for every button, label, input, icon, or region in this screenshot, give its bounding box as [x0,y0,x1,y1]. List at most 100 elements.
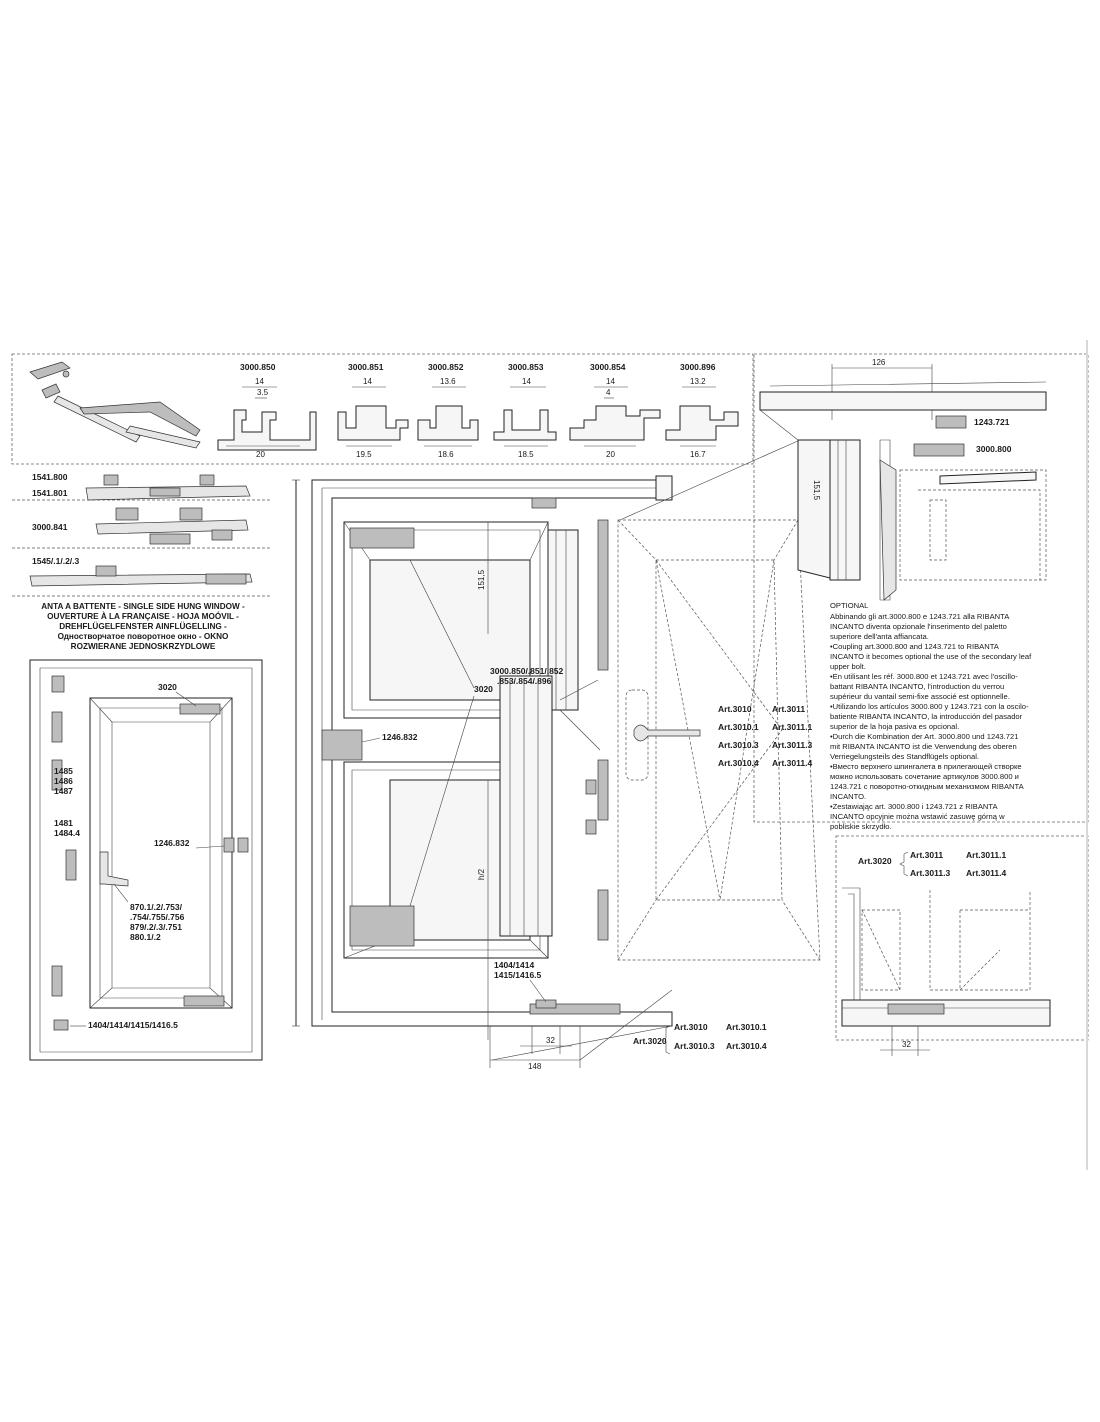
note-line-2: INCANTO diventa opzionale l'inserimento … [830,622,1007,631]
dim-lower-vertical: h/2 [477,868,486,880]
handle-codes-4: 880.1/.2 [130,932,161,942]
corner-drive-illustration [29,361,201,449]
label-1481: 1481 [54,818,73,828]
handle-codes-3: 879/.2/.3/.751 [130,922,182,932]
sash-art-1a: Art.3010 [718,704,752,714]
small-window-overview: 3020 1485 1486 1487 1481 1484.4 1246.832… [29,659,263,1061]
part-1541-illustration [85,474,251,501]
note-line-21: INCANTO opcyjnie można wstawić zasuwę gó… [830,812,1005,821]
dim-base: 16.7 [690,450,706,459]
title-line-5: ROZWIERANE JEDNOSKRZYDLOWE [71,642,216,651]
window-type-title: ANTA A BATTENTE - SINGLE SIDE HUNG WINDO… [41,602,245,651]
dim-width-top: 13.2 [690,377,706,386]
profile-strip-frame [11,353,754,465]
tilt-turn-sash-outline: Art.3010 Art.3011 Art.3010.1 Art.3011.1 … [559,519,821,961]
note-line-13: •Durch die Kombination der Art. 3000.800… [830,732,1018,741]
label-art3010-4: Art.3010.4 [726,1041,767,1051]
dim-148: 148 [528,1062,542,1071]
note-line-1: Abbinando gli art.3000.800 e 1243.721 al… [830,612,1010,621]
part-1243-721 [935,415,967,429]
side-espag-top [597,519,609,671]
main-window-frame: 1246.832 3020 3000.850/.851/.852 .853/.8… [292,475,767,1071]
dim-vertical: 151,5 [812,480,821,501]
handle-icon [633,724,701,742]
profile-3000-853: 3000.853 14 18.5 [493,362,557,459]
detail-hinge-part [887,1003,945,1015]
sash-art-4b: Art.3011.4 [772,758,812,768]
profile-3000-896: 3000.896 13.2 16.7 [665,362,739,459]
dim-width-top: 14 [363,377,372,386]
dim-lip: 4 [606,388,611,397]
label-bottom-hinges: 1404/1414/1415/1416.5 [88,1020,178,1030]
dim-base: 18.5 [518,450,534,459]
note-line-18: 1243.721 с поворотно-откидным механизмом… [830,782,1025,791]
note-line-19: INCANTO. [830,792,866,801]
profile-3000-854: 3000.854 14 4 20 [569,362,661,459]
upper-corner-drive [349,527,415,549]
label-profiles-line2: .853/.854/.896 [497,676,552,686]
part-3000-841-label: 3000.841 [32,522,68,532]
label-1243-721: 1243.721 [974,417,1010,427]
note-line-6: upper bolt. [830,662,866,671]
label-1246-832: 1246.832 [382,732,418,742]
note-line-14: mit RIBANTA INCANTO ist die Verwendung d… [830,742,1017,751]
profile-code: 3000.854 [590,362,626,372]
dim-lip: 3.5 [257,388,269,397]
note-line-7: •En utilisant les réf. 3000.800 et 1243.… [830,672,1018,681]
upper-keeper [531,497,557,509]
side-espag-bottom [597,889,609,941]
label-art3020: Art.3020 [633,1036,667,1046]
handle-codes-2: .754/.755/.756 [130,912,185,922]
hinge-bottom-part [183,995,225,1007]
bottom-detail-frame [835,835,1089,1041]
label-1246-832: 1246.832 [154,838,190,848]
title-line-1: ANTA A BATTENTE - SINGLE SIDE HUNG WINDO… [41,602,245,611]
side-espag-mid [597,759,609,821]
note-line-16: •Вместо верхнего шпингалета в прилегающе… [830,762,1022,771]
note-line-9: supérieur du vantail semi-fixe associé e… [830,692,1010,701]
profile-code: 3000.852 [428,362,464,372]
part-1545-illustration [29,565,253,587]
label-art3011: Art.3011 [910,850,943,860]
note-line-12: superior de la hoja pasiva es opcional. [830,722,959,731]
lower-corner-drive [349,905,415,947]
left-parts-column: 1541.800 1541.801 3000.841 1545/.1/.2/.3 [12,472,272,597]
note-line-8: battant RIBANTA INCANTO, l'introduction … [830,682,1004,691]
title-line-3: DREHFLÜGELFENSTER AINFLÜGELLING - [59,621,227,631]
profile-code: 3000.851 [348,362,384,372]
label-art3011-3: Art.3011.3 [910,868,950,878]
dim-base: 19.5 [356,450,372,459]
dim-32: 32 [546,1036,555,1045]
part-1541-801-label: 1541.801 [32,488,68,498]
title-line-2: OUVERTURE À LA FRANÇAISE - HOJA MOÓVIL - [47,610,239,621]
sash-art-3a: Art.3010.3 [718,740,759,750]
label-art3010-1: Art.3010.1 [726,1022,767,1032]
handle-codes-1: 870.1/.2/.753/ [130,902,183,912]
profile-strip: 3000.850 14 3.5 20 3000.851 14 19.5 3000… [11,353,754,465]
page-edge-shadow [1086,340,1088,1170]
sash-art-3b: Art.3011.3 [772,740,812,750]
profile-code: 3000.896 [680,362,716,372]
label-art3010-3: Art.3010.3 [674,1041,715,1051]
dim-width-top: 14 [606,377,615,386]
sash-art-2b: Art.3011.1 [772,722,812,732]
label-3020: 3020 [474,684,493,694]
note-line-15: Verriegelungsteils des Standflügels opti… [830,752,979,761]
label-hinges-2: 1415/1416.5 [494,970,542,980]
label-3020: 3020 [158,682,177,692]
sash-art-2a: Art.3010.1 [718,722,759,732]
sash-art-1b: Art.3011 [772,704,805,714]
note-line-3: superiore dell'anta affiancata. [830,632,929,641]
note-line-17: можно использовать сочетание артикулов 3… [830,772,1019,781]
dim-base: 20 [606,450,615,459]
label-1486: 1486 [54,776,73,786]
label-art3011-1: Art.3011.1 [966,850,1006,860]
sash-art-4a: Art.3010.4 [718,758,759,768]
title-line-4: Одностворчатое поворотное окно - OKNO [58,632,229,641]
label-profiles-line1: 3000.850/.851/.852 [490,666,564,676]
dim-width-top: 14 [255,377,264,386]
label-art3010: Art.3010 [674,1022,708,1032]
optional-title: OPTIONAL [830,601,868,610]
